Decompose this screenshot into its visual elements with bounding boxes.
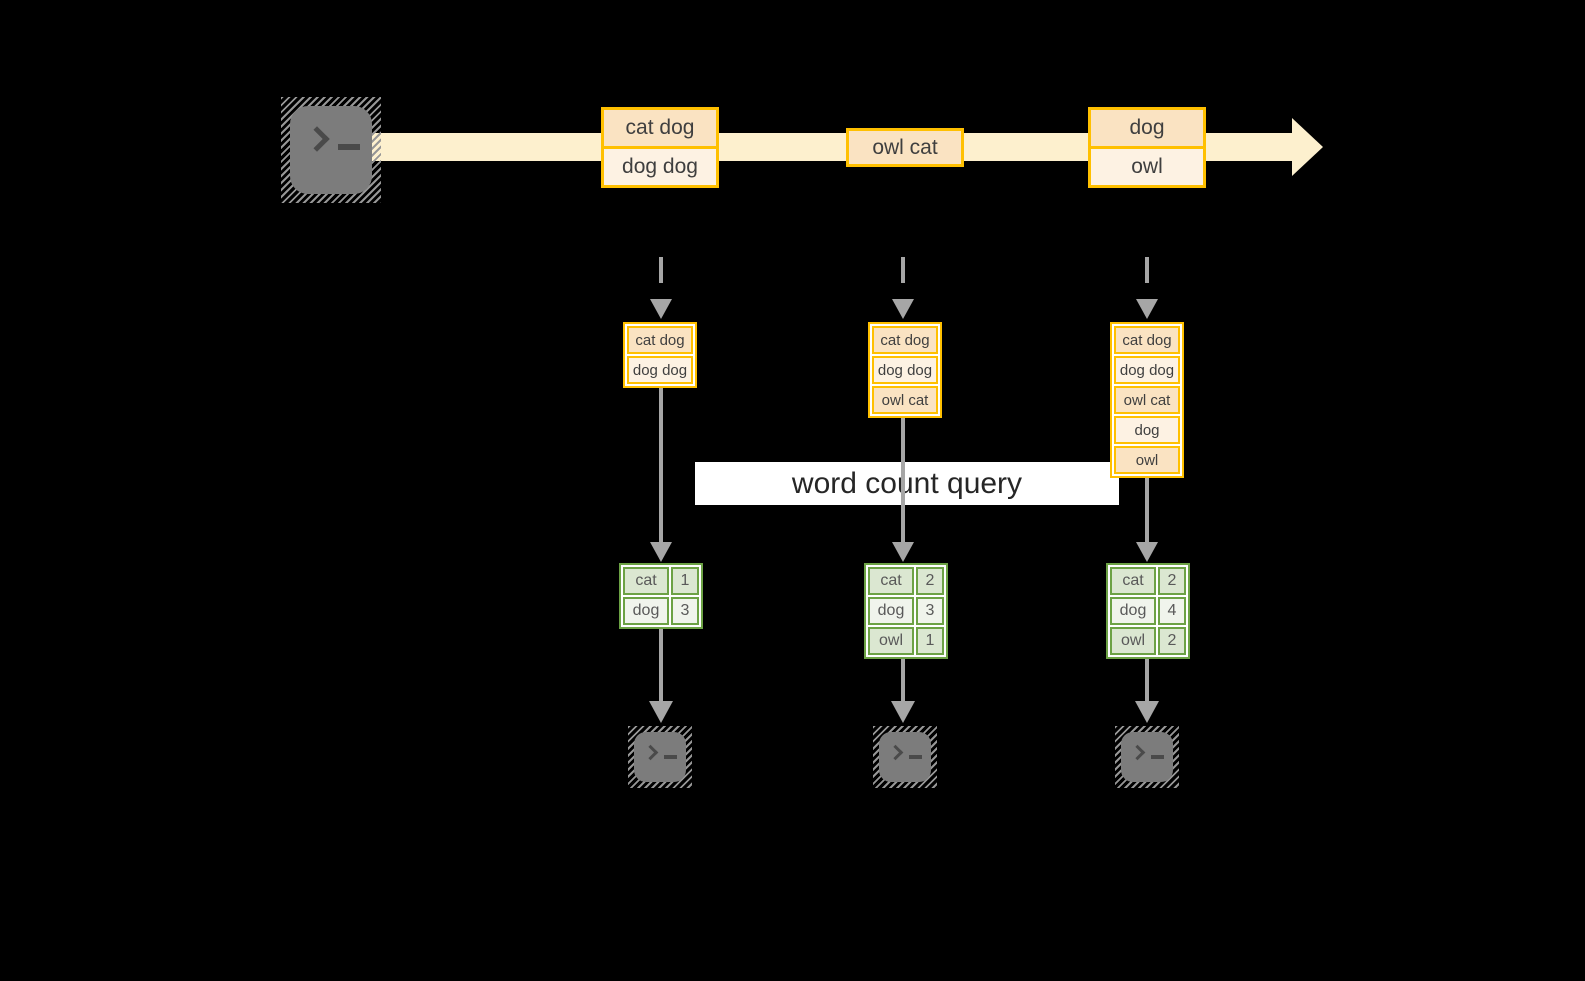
ingest-arrowhead-1 bbox=[650, 299, 672, 319]
count-cell: 1 bbox=[671, 567, 699, 595]
query-arrowhead-2 bbox=[892, 542, 914, 562]
terminal-screen bbox=[879, 732, 931, 782]
stream-record: owl bbox=[1091, 146, 1203, 185]
output-arrowhead-2 bbox=[891, 701, 915, 723]
result-table-3: cat 2 dog 4 owl 2 bbox=[1106, 563, 1190, 659]
prompt-cursor-icon bbox=[1151, 755, 1164, 759]
output-arrow-2 bbox=[901, 659, 905, 703]
stream-record: owl cat bbox=[849, 131, 961, 164]
prompt-cursor-icon bbox=[664, 755, 677, 759]
count-cell: 1 bbox=[916, 627, 944, 655]
query-arrow-2 bbox=[901, 416, 905, 544]
stream-arrowhead bbox=[1292, 118, 1323, 176]
output-arrow-3 bbox=[1145, 659, 1149, 703]
word-cell: dog bbox=[868, 597, 914, 625]
query-arrowhead-3 bbox=[1136, 542, 1158, 562]
count-cell: 2 bbox=[1158, 567, 1186, 595]
count-cell: 2 bbox=[916, 567, 944, 595]
query-arrow-1 bbox=[659, 386, 663, 544]
result-table-1: cat 1 dog 3 bbox=[619, 563, 703, 629]
state-box-1: cat dog dog dog bbox=[623, 322, 697, 388]
terminal-sink-icon-1 bbox=[628, 726, 692, 788]
prompt-chevron-icon bbox=[887, 744, 904, 761]
ingest-arrowhead-3 bbox=[1136, 299, 1158, 319]
prompt-chevron-icon bbox=[304, 126, 330, 152]
ingest-arrowhead-2 bbox=[892, 299, 914, 319]
output-arrowhead-1 bbox=[649, 701, 673, 723]
prompt-cursor-icon bbox=[338, 144, 360, 150]
ingest-arrow-1 bbox=[659, 257, 663, 297]
terminal-screen bbox=[1121, 732, 1173, 782]
count-cell: 3 bbox=[916, 597, 944, 625]
state-record: dog dog bbox=[627, 356, 693, 384]
terminal-sink-icon-3 bbox=[1115, 726, 1179, 788]
word-cell: cat bbox=[623, 567, 669, 595]
word-cell: owl bbox=[868, 627, 914, 655]
prompt-cursor-icon bbox=[909, 755, 922, 759]
query-arrow-3 bbox=[1145, 476, 1149, 544]
query-arrowhead-1 bbox=[650, 542, 672, 562]
output-arrowhead-3 bbox=[1135, 701, 1159, 723]
stream-record: dog bbox=[1091, 110, 1203, 146]
ingest-arrow-3 bbox=[1145, 257, 1149, 297]
state-record: cat dog bbox=[627, 326, 693, 354]
stream-batch-1: cat dog dog dog bbox=[601, 107, 719, 188]
state-record: owl cat bbox=[1114, 386, 1180, 414]
terminal-source-icon bbox=[281, 97, 381, 203]
count-cell: 4 bbox=[1158, 597, 1186, 625]
state-record: cat dog bbox=[872, 326, 938, 354]
stream-batch-2: owl cat bbox=[846, 128, 964, 167]
ingest-arrow-2 bbox=[901, 257, 905, 297]
prompt-chevron-icon bbox=[1129, 744, 1146, 761]
word-cell: cat bbox=[1110, 567, 1156, 595]
word-cell: dog bbox=[623, 597, 669, 625]
word-cell: owl bbox=[1110, 627, 1156, 655]
state-record: owl cat bbox=[872, 386, 938, 414]
stream-record: dog dog bbox=[604, 146, 716, 185]
word-cell: cat bbox=[868, 567, 914, 595]
state-record: dog bbox=[1114, 416, 1180, 444]
state-record: dog dog bbox=[872, 356, 938, 384]
result-table-2: cat 2 dog 3 owl 1 bbox=[864, 563, 948, 659]
state-box-3: cat dog dog dog owl cat dog owl bbox=[1110, 322, 1184, 478]
state-record: dog dog bbox=[1114, 356, 1180, 384]
query-label: word count query bbox=[695, 462, 1119, 505]
count-cell: 2 bbox=[1158, 627, 1186, 655]
stream-batch-3: dog owl bbox=[1088, 107, 1206, 188]
prompt-chevron-icon bbox=[642, 744, 659, 761]
state-record: cat dog bbox=[1114, 326, 1180, 354]
state-box-2: cat dog dog dog owl cat bbox=[868, 322, 942, 418]
word-cell: dog bbox=[1110, 597, 1156, 625]
stream-record: cat dog bbox=[604, 110, 716, 146]
count-cell: 3 bbox=[671, 597, 699, 625]
terminal-screen bbox=[634, 732, 686, 782]
output-arrow-1 bbox=[659, 629, 663, 703]
state-record: owl bbox=[1114, 446, 1180, 474]
terminal-sink-icon-2 bbox=[873, 726, 937, 788]
terminal-screen bbox=[290, 106, 372, 194]
